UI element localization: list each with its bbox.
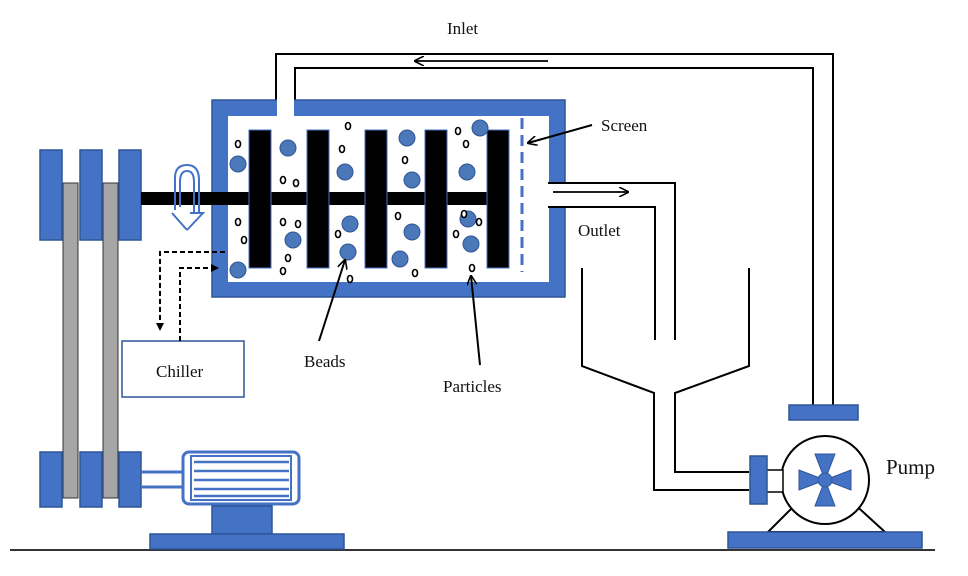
- particles: [234, 121, 483, 284]
- agitator-discs: [248, 129, 510, 269]
- particles-pointer-arrow: [471, 276, 481, 366]
- chiller-label: Chiller: [156, 362, 204, 381]
- chiller-box: [121, 340, 245, 398]
- pump-label: Pump: [886, 455, 935, 479]
- motor: [141, 450, 345, 550]
- inlet-label: Inlet: [447, 19, 478, 38]
- screen-pointer-arrow: [528, 124, 593, 143]
- particles-label: Particles: [443, 377, 502, 396]
- beads-label: Beads: [304, 352, 346, 371]
- outlet-label: Outlet: [578, 221, 621, 240]
- beads: [229, 119, 489, 279]
- lower-pulleys: [39, 451, 142, 508]
- screen-label: Screen: [601, 116, 648, 135]
- inlet-pipe: [275, 53, 834, 405]
- pump: [727, 404, 923, 549]
- beads-pointer-arrow: [318, 260, 345, 342]
- collection-tank: [581, 268, 750, 491]
- rotation-arrow: [171, 163, 206, 231]
- outlet-pipe: [548, 182, 676, 340]
- pump-fan-icon: [798, 453, 852, 507]
- chiller-lines: [156, 251, 225, 341]
- upper-pulleys: [39, 149, 142, 241]
- drive-belts: [62, 182, 119, 499]
